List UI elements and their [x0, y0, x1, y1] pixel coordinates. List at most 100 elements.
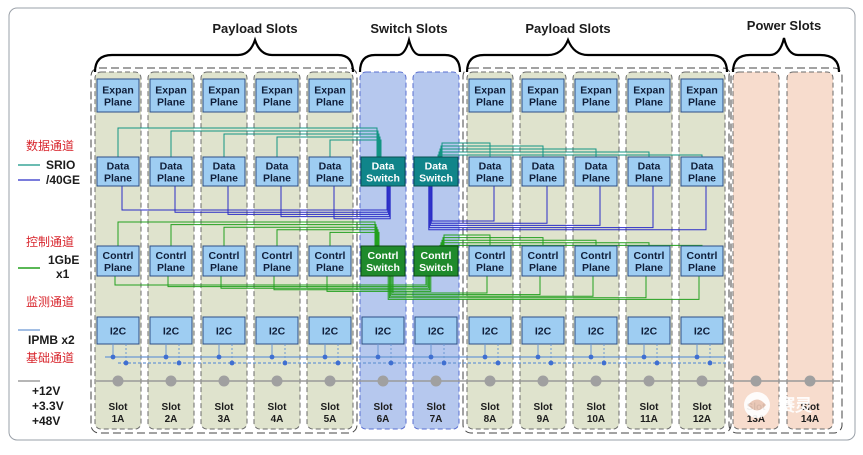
i2c-6a-box	[361, 316, 405, 345]
slot-label-14a: Slot	[801, 402, 821, 413]
expan-plane-5a-label: Plane	[316, 97, 344, 109]
srio-link	[117, 127, 378, 157]
i2c-8a-box	[468, 316, 512, 345]
gbe-link	[170, 224, 377, 246]
i2c-1a-box	[96, 316, 140, 345]
data-plane-4a-label: Data	[266, 161, 289, 173]
40ge-link	[428, 186, 707, 231]
slot-label-12a: Slot	[693, 402, 713, 413]
ipmb-node	[548, 360, 554, 366]
group-label-payload-left: Payload Slots	[212, 21, 297, 36]
i2c-10a[interactable]: I2C	[574, 316, 618, 345]
data-plane-8a-box	[468, 156, 512, 187]
slot-label-8a: Slot	[481, 402, 501, 413]
legend-gbe-label: 1GbE	[48, 253, 79, 267]
i2c-7a[interactable]: I2C	[414, 316, 458, 345]
i2c-2a[interactable]: I2C	[149, 316, 193, 345]
expan-plane-4a-label: Expan	[261, 85, 293, 97]
i2c-11a[interactable]: I2C	[627, 316, 671, 345]
i2c-6a[interactable]: I2C	[361, 316, 405, 345]
contrl-switch-6a-label: Contrl	[368, 250, 399, 262]
ipmb-node	[322, 354, 328, 360]
i2c-12a[interactable]: I2C	[680, 316, 724, 345]
data-plane-2a-box	[149, 156, 193, 187]
slot-number-5a: 5A	[324, 414, 337, 425]
ipmb-node	[707, 360, 713, 366]
slot-label-2a: Slot	[162, 402, 182, 413]
i2c-4a-box	[255, 316, 299, 345]
slot-number-3a: 3A	[218, 414, 231, 425]
data-plane-8a-label: Plane	[476, 173, 504, 185]
data-plane-3a-label: Plane	[210, 173, 238, 185]
watermark-text: 赛灵	[777, 395, 813, 415]
expan-plane-2a-label: Expan	[155, 85, 187, 97]
slot-label-1a: Slot	[109, 402, 129, 413]
ipmb-node	[388, 360, 394, 366]
expan-plane-3a-label: Expan	[208, 85, 240, 97]
i2c-4a[interactable]: I2C	[255, 316, 299, 345]
power-node-4a	[271, 375, 283, 387]
group-label-switch: Switch Slots	[370, 21, 447, 36]
slot-label-11a: Slot	[640, 402, 660, 413]
data-plane-5a-box	[308, 156, 352, 187]
contrl-plane-4a-label: Contrl	[262, 250, 293, 262]
i2c-2a-label: I2C	[163, 326, 180, 338]
data-plane-3a-label: Data	[213, 161, 236, 173]
slot-label-9a: Slot	[534, 402, 554, 413]
legend-ipmb-label: IPMB x2	[28, 333, 75, 347]
i2c-8a[interactable]: I2C	[468, 316, 512, 345]
watermark-logo: 赛灵	[744, 392, 813, 418]
data-plane-5a-label: Plane	[316, 173, 344, 185]
expan-plane-12a-label: Plane	[688, 97, 716, 109]
i2c-9a[interactable]: I2C	[521, 316, 565, 345]
slot-number-1a: 1A	[112, 414, 125, 425]
contrl-switch-7a-label: Switch	[419, 262, 453, 274]
expan-plane-3a-box	[202, 78, 246, 113]
srio-link	[437, 154, 703, 157]
i2c-1a[interactable]: I2C	[96, 316, 140, 345]
expan-plane-8a-label: Plane	[476, 97, 504, 109]
brace-payload-left	[93, 36, 355, 73]
gbe-link	[390, 276, 594, 297]
i2c-5a[interactable]: I2C	[308, 316, 352, 345]
data-plane-10a-label: Data	[585, 161, 608, 173]
ipmb-node	[282, 360, 288, 366]
contrl-plane-5a-box	[308, 245, 352, 277]
i2c-3a[interactable]: I2C	[202, 316, 246, 345]
ipmb-node	[123, 360, 129, 366]
